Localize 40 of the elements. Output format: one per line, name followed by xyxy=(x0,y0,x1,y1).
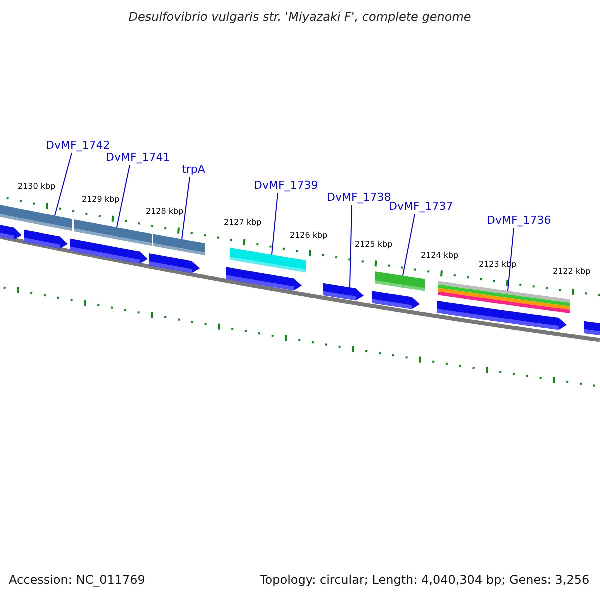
scale-label: 2126 kbp xyxy=(290,231,328,240)
gene-feature xyxy=(323,283,364,301)
scale-label: 2124 kbp xyxy=(421,251,459,260)
title: Desulfovibrio vulgaris str. 'Miyazaki F', complete genome xyxy=(128,10,472,24)
gene-label: DvMF_1741 xyxy=(106,151,170,164)
feature-bar xyxy=(0,204,72,232)
gene-feature xyxy=(70,238,148,264)
scale-label: 2125 kbp xyxy=(355,240,393,249)
feature-bar xyxy=(153,234,205,256)
scale-label: 2128 kbp xyxy=(146,207,184,216)
gene-label: DvMF_1737 xyxy=(389,200,454,213)
scale-label: 2130 kbp xyxy=(18,182,56,191)
feature-bar xyxy=(230,248,306,273)
accession-text: Accession: NC_011769 xyxy=(9,573,146,587)
feature-bar xyxy=(438,281,570,314)
gene-feature xyxy=(0,224,22,240)
leader-line xyxy=(182,176,190,240)
gene-feature xyxy=(584,321,600,336)
gene-feature xyxy=(226,267,302,291)
leader-line xyxy=(54,152,72,216)
genome-info-text: Topology: circular; Length: 4,040,304 bp; Genes: 3,256 xyxy=(260,573,590,587)
gene-label: DvMF_1742 xyxy=(46,139,110,152)
leader-line xyxy=(272,192,278,256)
gene-feature xyxy=(149,254,200,274)
scale-label: 2129 kbp xyxy=(82,195,120,204)
gene-feature xyxy=(24,230,68,249)
feature-bar xyxy=(74,220,152,246)
leader-line xyxy=(350,204,352,288)
gene-label: DvMF_1736 xyxy=(487,214,552,227)
gene-label: DvMF_1739 xyxy=(254,179,318,192)
scale-label: 2127 kbp xyxy=(224,218,262,227)
gene-label: DvMF_1738 xyxy=(327,191,392,204)
feature-bar xyxy=(375,272,425,292)
gene-feature xyxy=(372,291,420,310)
leader-line xyxy=(508,228,514,292)
leader-line xyxy=(402,214,416,276)
leader-line xyxy=(116,164,130,228)
gene-feature xyxy=(437,300,567,330)
gene-label: trpA xyxy=(182,163,206,176)
scale-label: 2122 kbp xyxy=(553,267,591,276)
